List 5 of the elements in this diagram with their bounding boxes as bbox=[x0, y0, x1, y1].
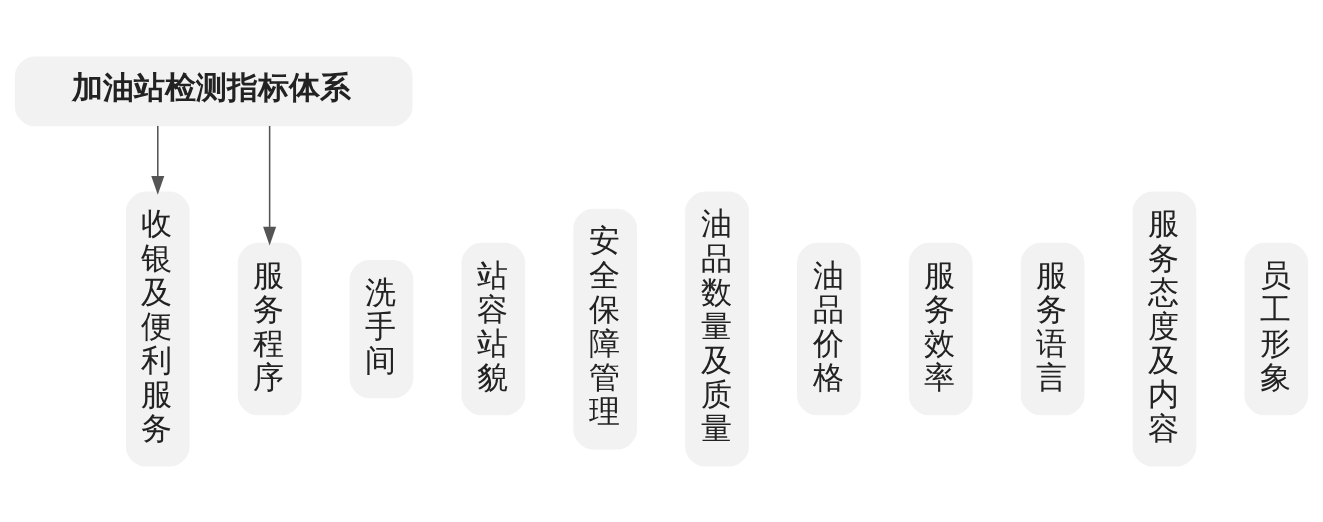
arrow bbox=[151, 124, 165, 195]
node-box: 服务程序 bbox=[237, 242, 302, 415]
arrow bbox=[263, 124, 277, 245]
node-box: 收银及便利服务 bbox=[125, 191, 190, 467]
node-box: 加油站检测指标体系 bbox=[14, 55, 413, 126]
